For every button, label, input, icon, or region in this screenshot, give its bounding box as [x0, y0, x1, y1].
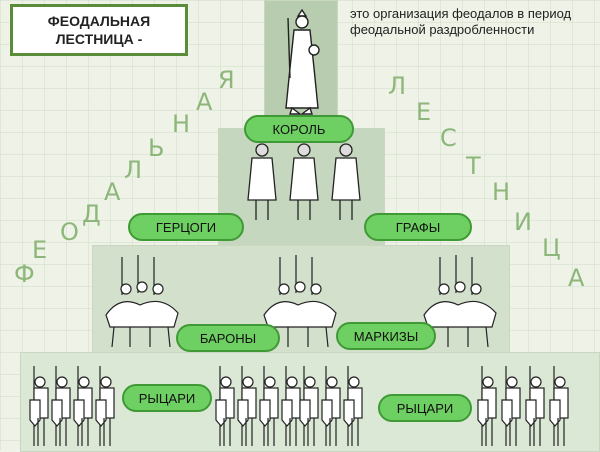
arc-right-letter: И: [514, 208, 532, 236]
label-king: КОРОЛЬ: [244, 115, 354, 143]
arc-left-letter: Ь: [148, 134, 165, 162]
marquises-horsemen-right: [423, 255, 497, 348]
label-knights-right: РЫЦАРИ: [378, 394, 472, 422]
page-title: ФЕОДАЛЬНАЯ ЛЕСТНИЦА -: [47, 13, 151, 47]
label-counts: ГРАФЫ: [364, 213, 472, 241]
arc-right-letter: Ц: [542, 234, 561, 262]
arc-left-letter: Ф: [14, 260, 35, 288]
arc-right-letter: А: [568, 264, 585, 292]
label-marquises: МАРКИЗЫ: [336, 322, 436, 350]
arc-left-letter: А: [196, 88, 213, 116]
arc-right-letter: Т: [466, 152, 481, 180]
definition-text: это организация феодалов в период феодал…: [350, 6, 572, 37]
knights-group-left: [29, 366, 115, 446]
arc-left-letter: О: [60, 218, 79, 246]
arc-left-letter: Л: [124, 156, 143, 184]
arc-right-letter: Е: [416, 98, 432, 126]
king-figure: [285, 8, 320, 115]
dukes-counts-figures: [247, 143, 361, 220]
arc-right-letter: Н: [492, 178, 511, 206]
arc-right-letter: С: [440, 124, 457, 152]
label-barons: БАРОНЫ: [176, 324, 280, 352]
label-knights-left: РЫЦАРИ: [122, 384, 212, 412]
barons-horsemen-left: [105, 255, 179, 348]
arc-left-letter: Е: [32, 236, 48, 264]
knights-group-right: [477, 366, 569, 446]
title-box: ФЕОДАЛЬНАЯ ЛЕСТНИЦА -: [10, 4, 188, 56]
arc-left-letter: Д: [82, 200, 101, 228]
arc-left-letter: Н: [172, 110, 191, 138]
arc-right-letter: Л: [388, 72, 407, 100]
arc-left-letter: А: [104, 178, 121, 206]
knights-group-center-left: [215, 366, 301, 446]
arc-left-letter: Я: [218, 66, 235, 94]
knights-group-center-right: [299, 366, 363, 446]
label-dukes: ГЕРЦОГИ: [128, 213, 244, 241]
